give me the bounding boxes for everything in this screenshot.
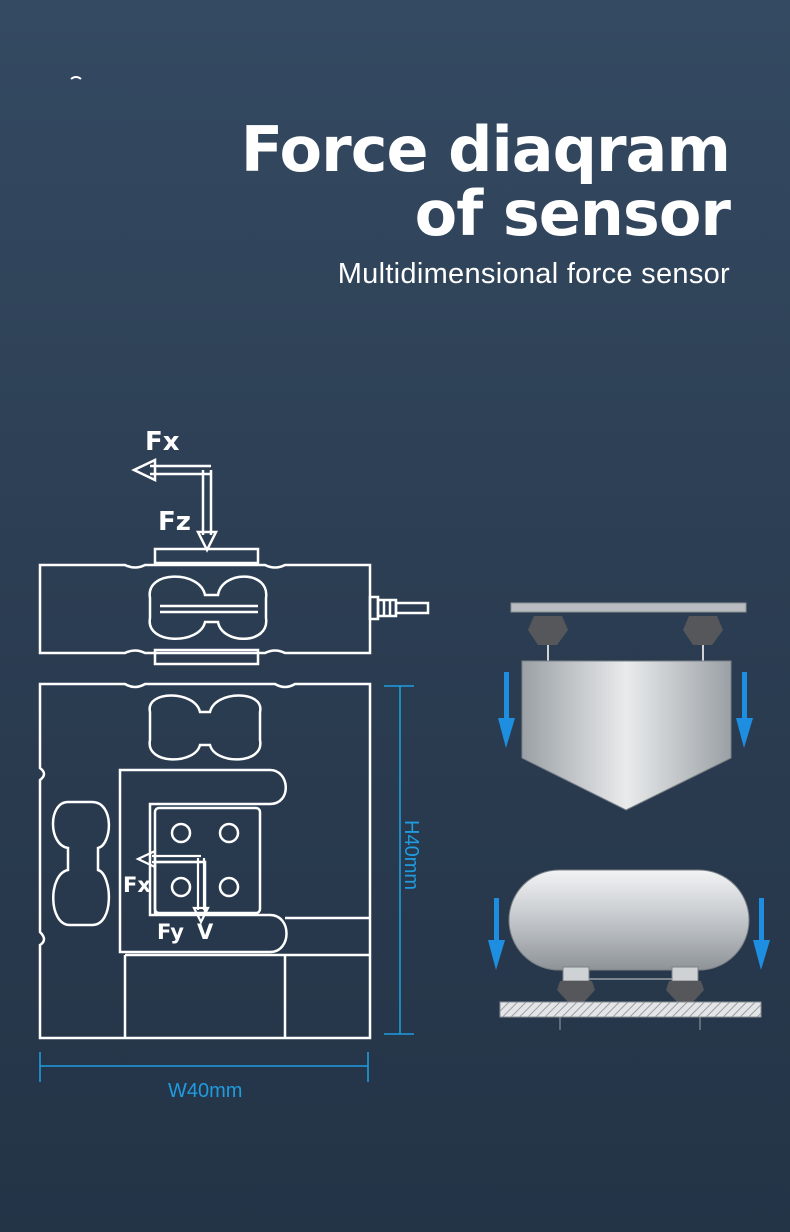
tank-left-foot — [557, 981, 595, 1002]
top-sensor-slot — [148, 575, 268, 640]
title-line-1: Force diaqram — [240, 113, 731, 186]
top-force-arrows — [131, 458, 219, 553]
tank-right-foot — [666, 981, 704, 1002]
left-mount-foot — [528, 616, 568, 645]
corner-arc-mark — [68, 76, 84, 92]
top-sensor-body — [38, 563, 372, 655]
fx-arrow-shaft — [150, 464, 211, 476]
tank-right-load-arrow — [753, 940, 770, 970]
ground-base — [499, 1001, 762, 1018]
tank-body — [508, 869, 750, 971]
height-dimension — [384, 685, 414, 1035]
fz-arrow-shaft — [201, 470, 213, 535]
fz-label: Fz — [158, 507, 191, 537]
bolt-hole-4 — [218, 876, 240, 898]
tank-illustration — [488, 869, 770, 1030]
fx-top-label: Fx — [145, 427, 180, 457]
front-inner-frame — [118, 768, 288, 954]
fx-inner-label: Fx — [123, 873, 151, 897]
mounting-plate — [153, 806, 262, 915]
title-line-2: of sensor — [414, 177, 731, 250]
width-dimension-label: W40mm — [168, 1080, 242, 1102]
height-dimension-label: H40mm — [400, 820, 422, 890]
bolt-hole-2 — [218, 822, 240, 844]
front-left-slot — [51, 800, 111, 927]
bolt-hole-1 — [170, 822, 192, 844]
support-beam — [510, 602, 747, 613]
hopper-left-load-arrow — [498, 718, 515, 748]
hopper-illustration — [498, 602, 753, 811]
top-sensor-side-view — [38, 547, 430, 666]
v-label: V — [197, 920, 214, 944]
hopper-body — [521, 660, 732, 811]
fz-arrow-head — [195, 530, 219, 553]
front-sensor-outline — [38, 682, 372, 1040]
page-subtitle: Multidimensional force sensor — [337, 258, 730, 290]
hopper-right-load-arrow — [736, 718, 753, 748]
right-mount-foot — [683, 616, 723, 645]
bolt-hole-3 — [170, 876, 192, 898]
tank-left-load-arrow — [488, 940, 505, 970]
inner-force-arrows — [135, 849, 210, 925]
fy-label: Fy — [157, 920, 184, 944]
width-dimension — [39, 1052, 369, 1082]
fx-arrow-head — [131, 458, 157, 482]
page-title: Force diaqram of sensor — [241, 118, 731, 246]
front-top-slot — [148, 694, 262, 761]
